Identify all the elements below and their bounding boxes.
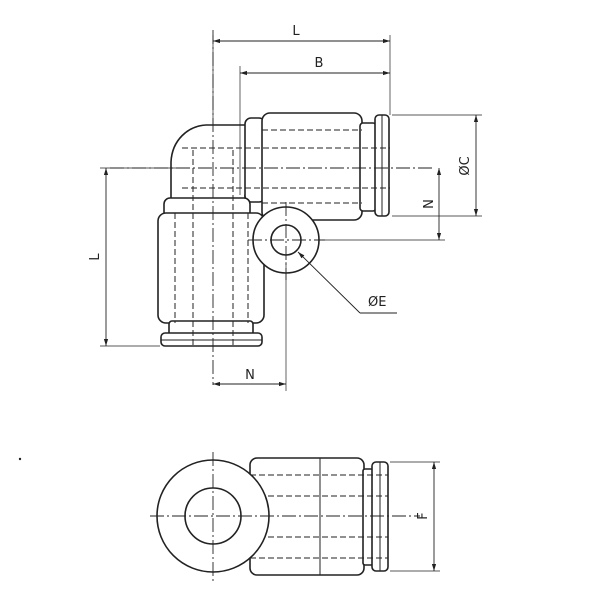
dimension-N-bottom: N xyxy=(213,262,287,391)
label-E: ØE xyxy=(368,295,386,310)
horizontal-neck xyxy=(359,122,377,212)
elbow-bend xyxy=(170,124,251,201)
elbow-side-view xyxy=(150,452,420,582)
stray-mark xyxy=(18,457,22,461)
dimension-L-left: L xyxy=(88,167,178,347)
label-F: F xyxy=(416,512,431,519)
dimension-L-top: L xyxy=(212,24,391,125)
label-N-bottom: N xyxy=(245,368,255,383)
horizontal-body xyxy=(261,112,363,221)
dimension-C: ØC xyxy=(392,114,482,217)
dimension-N-right: N xyxy=(320,168,445,241)
label-B: B xyxy=(315,56,324,71)
label-N-right: N xyxy=(422,199,437,209)
dimension-E: ØE xyxy=(297,251,397,314)
dimension-B: B xyxy=(239,56,390,195)
elbow-front-view xyxy=(110,30,432,385)
label-C: ØC xyxy=(458,156,473,175)
label-L-left: L xyxy=(88,253,103,261)
label-L-top: L xyxy=(292,24,300,39)
dimension-F: F xyxy=(390,461,440,572)
